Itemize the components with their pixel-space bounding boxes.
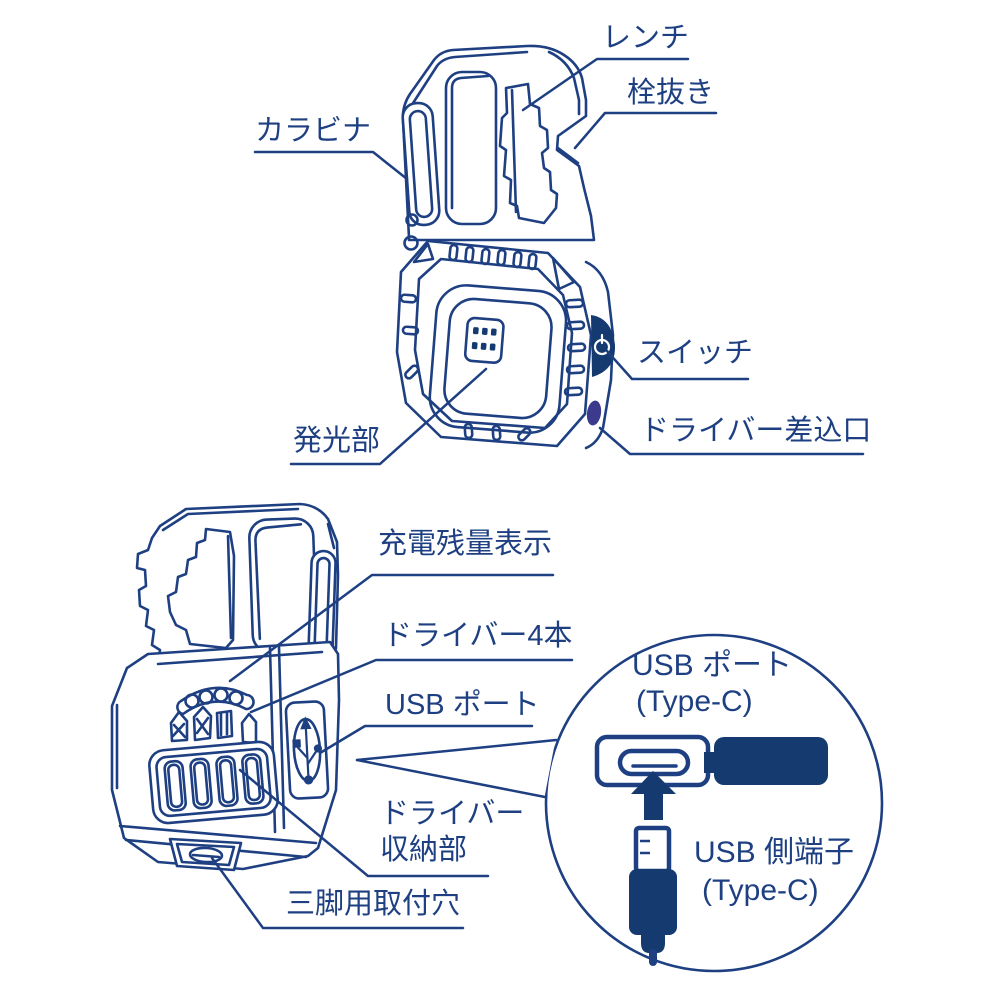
- label-usb-port: USB ポート: [385, 689, 540, 721]
- leader-driver-socket: [598, 426, 865, 456]
- back-view-illustration: [110, 502, 341, 872]
- leader-bottle-opener: [573, 111, 718, 150]
- leader-light-unit: [289, 367, 488, 466]
- leader-drivers: [249, 658, 574, 714]
- inset-circle: [544, 633, 884, 973]
- led-chip: [463, 316, 505, 364]
- label-driver-storage-2: 収納部: [380, 834, 468, 866]
- wrench-cutout-back: [166, 527, 236, 650]
- front-view-illustration: [395, 44, 616, 450]
- leader-tripod-hole: [210, 856, 465, 930]
- head-opening-back: [248, 517, 319, 654]
- usb-door: [284, 700, 330, 800]
- label-inset-plug-type: (Type-C): [702, 874, 819, 907]
- usb-port-graphic: [594, 734, 828, 788]
- carabiner-loop: [401, 101, 441, 227]
- label-driver-socket: ドライバー差込口: [640, 415, 872, 447]
- usb-cap-graphic: [714, 737, 828, 785]
- label-bottle-opener: 栓抜き: [627, 77, 715, 109]
- label-driver-storage-1: ドライバー: [380, 798, 525, 830]
- power-switch: [591, 315, 616, 377]
- driver-storage: [148, 740, 280, 825]
- body-ribs: [399, 242, 587, 442]
- label-light-unit: 発光部: [293, 425, 381, 457]
- leader-lines: [210, 57, 865, 930]
- driver-socket-port: [586, 400, 602, 426]
- label-switch: スイッチ: [637, 337, 754, 369]
- led-panel: [428, 284, 568, 434]
- leader-driver-storage: [238, 768, 490, 878]
- head-opening: [444, 70, 498, 226]
- leader-switch: [605, 349, 750, 381]
- label-inset-port-type: (Type-C): [636, 685, 753, 718]
- power-icon: [593, 333, 611, 356]
- bottle-opener-notch: [556, 146, 580, 165]
- usb-plug-graphic: [629, 825, 677, 966]
- label-tripod-hole: 三脚用取付穴: [286, 888, 461, 920]
- led-dots: [471, 327, 497, 351]
- leader-carabiner: [253, 150, 409, 181]
- inset-pointer-wedge: [357, 737, 556, 800]
- usb-inset: [355, 633, 884, 973]
- label-charge-indicator: 充電残量表示: [378, 528, 553, 560]
- leader-charge-indicator: [228, 573, 555, 683]
- usb-trident-icon: [292, 716, 323, 785]
- arrow-up-icon: [631, 771, 676, 820]
- label-inset-plug-title: USB 側端子: [694, 836, 855, 869]
- tripod-hole: [168, 837, 243, 872]
- hang-hole: [403, 235, 419, 251]
- label-inset-port-title: USB ポート: [632, 649, 793, 682]
- label-carabiner: カラビナ: [255, 115, 372, 147]
- leader-wrench: [521, 57, 690, 112]
- label-wrench: レンチ: [602, 22, 690, 54]
- leader-usb-port: [318, 724, 534, 755]
- label-drivers: ドライバー4本: [383, 620, 573, 652]
